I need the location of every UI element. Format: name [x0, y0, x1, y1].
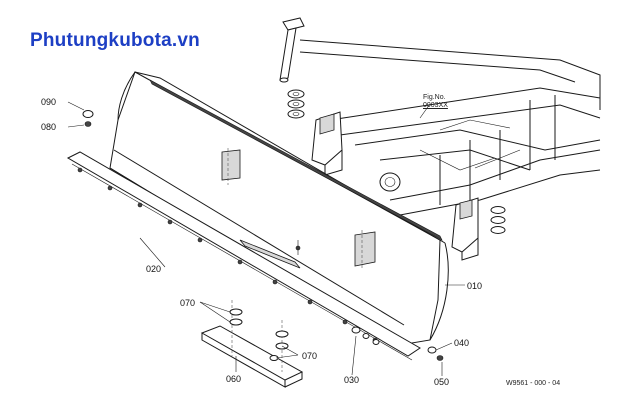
pin-part [279, 17, 305, 83]
label-050: 050 [434, 377, 450, 387]
bolt-row [351, 326, 380, 345]
label-070-right: 070 [302, 351, 318, 361]
label-070-left: 070 [180, 298, 196, 308]
nut-080-090 [82, 110, 94, 127]
label-040: 040 [454, 338, 470, 348]
bracket-right [451, 197, 479, 261]
bracket-left [311, 111, 343, 176]
figure-label: Fig.No. [423, 94, 446, 101]
label-010: 010 [467, 281, 483, 291]
drawing-code: W9561 - 000 - 04 [506, 380, 561, 387]
washer-stack-right [490, 206, 506, 234]
blade-main [109, 71, 449, 346]
label-090: 090 [41, 97, 57, 107]
nut-040-050 [427, 346, 444, 361]
label-060: 060 [226, 374, 242, 384]
label-080: 080 [41, 122, 57, 132]
figure-value: 0003XX [423, 102, 448, 109]
tractor-frame [299, 39, 601, 216]
label-020: 020 [146, 264, 162, 274]
label-030: 030 [344, 375, 360, 385]
washer-stack-left [287, 89, 305, 119]
cutting-edge [66, 151, 421, 361]
leader-lines [67, 101, 465, 376]
watermark-text: Phutungkubota.vn [30, 30, 200, 51]
figure-number: Fig.No. 0003XX [423, 94, 448, 110]
